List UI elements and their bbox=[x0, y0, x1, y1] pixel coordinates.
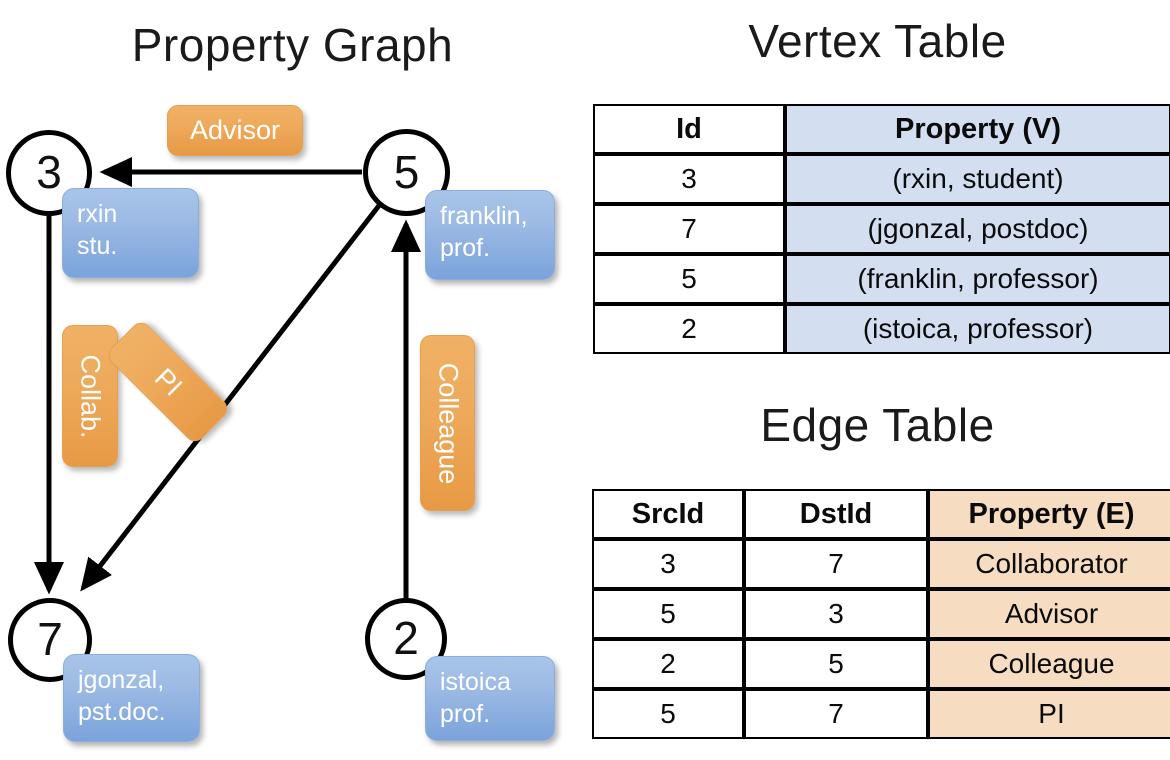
edge-callout-pi-label: PI bbox=[148, 362, 188, 402]
table-row: 7 (jgonzal, postdoc) bbox=[593, 204, 1170, 254]
edge-callout-advisor: Advisor bbox=[167, 105, 303, 156]
vertex-table-header-property: Property (V) bbox=[785, 104, 1170, 154]
page-title-vertex-table: Vertex Table bbox=[748, 15, 1007, 67]
edge-table-header-srcid: SrcId bbox=[592, 489, 744, 539]
edge-table-header-dstid: DstId bbox=[744, 489, 928, 539]
table-row: 3 7 Collaborator bbox=[592, 539, 1170, 589]
edge-callout-collab-label: Collab. bbox=[75, 353, 106, 439]
vertex-callout-2-line2: prof. bbox=[440, 700, 491, 728]
vertex-callout-3: rxin stu. bbox=[62, 188, 199, 278]
edge-row-1-property: Advisor bbox=[928, 589, 1170, 639]
graph-node-3-label: 3 bbox=[36, 146, 62, 198]
vertex-row-3-id: 2 bbox=[593, 304, 785, 354]
table-row: 5 (franklin, professor) bbox=[593, 254, 1170, 304]
edge-row-3-dst: 7 bbox=[744, 689, 928, 739]
table-header-row: SrcId DstId Property (E) bbox=[592, 489, 1170, 539]
edge-table: SrcId DstId Property (E) 3 7 Collaborato… bbox=[592, 489, 1170, 739]
edge-callout-collab: Collab. bbox=[62, 325, 118, 467]
edge-row-3-property: PI bbox=[928, 689, 1170, 739]
vertex-callout-7-line1: jgonzal, bbox=[78, 666, 165, 694]
vertex-row-1-id: 7 bbox=[593, 204, 785, 254]
graph-edges-svg bbox=[34, 157, 421, 598]
vertex-callout-5-line2: prof. bbox=[440, 234, 491, 262]
table-row: 5 7 PI bbox=[592, 689, 1170, 739]
graph-edge-5-to-7 bbox=[80, 201, 383, 592]
vertex-table: Id Property (V) 3 (rxin, student) 7 (jgo… bbox=[593, 104, 1170, 354]
vertex-callout-2: istoica prof. bbox=[425, 656, 555, 741]
graph-node-5-label: 5 bbox=[393, 145, 420, 198]
vertex-row-1-property: (jgonzal, postdoc) bbox=[785, 204, 1170, 254]
vertex-row-2-property: (franklin, professor) bbox=[785, 254, 1170, 304]
vertex-callout-7-line2: pst.doc. bbox=[78, 698, 166, 726]
property-graph-diagram: 3 5 7 2 rxin stu. franklin, prof. jgonza… bbox=[6, 105, 555, 742]
vertex-callout-3-line2: stu. bbox=[77, 232, 118, 260]
edge-callout-colleague: Colleague bbox=[420, 335, 475, 511]
table-row: 2 5 Colleague bbox=[592, 639, 1170, 689]
table-row: 2 (istoica, professor) bbox=[593, 304, 1170, 354]
graph-node-2-label: 2 bbox=[393, 612, 419, 664]
edge-row-1-src: 5 bbox=[592, 589, 744, 639]
graph-node-2[interactable]: 2 bbox=[365, 598, 447, 680]
vertex-callout-5: franklin, prof. bbox=[425, 190, 555, 280]
vertex-row-3-property: (istoica, professor) bbox=[785, 304, 1170, 354]
vertex-row-0-id: 3 bbox=[593, 154, 785, 204]
edge-row-0-dst: 7 bbox=[744, 539, 928, 589]
graph-node-7-label: 7 bbox=[37, 613, 63, 665]
vertex-callout-3-line1: rxin bbox=[77, 200, 118, 228]
vertex-row-2-id: 5 bbox=[593, 254, 785, 304]
edge-row-2-property: Colleague bbox=[928, 639, 1170, 689]
vertex-row-0-property: (rxin, student) bbox=[785, 154, 1170, 204]
edge-row-3-src: 5 bbox=[592, 689, 744, 739]
table-row: 3 (rxin, student) bbox=[593, 154, 1170, 204]
graph-node-5[interactable]: 5 bbox=[363, 129, 450, 216]
edge-row-2-dst: 5 bbox=[744, 639, 928, 689]
page-title-property-graph: Property Graph bbox=[131, 19, 454, 71]
edge-row-1-dst: 3 bbox=[744, 589, 928, 639]
vertex-table-header-id: Id bbox=[593, 104, 785, 154]
edge-callout-advisor-label: Advisor bbox=[189, 115, 281, 145]
edge-row-0-property: Collaborator bbox=[928, 539, 1170, 589]
vertex-callout-5-line1: franklin, bbox=[440, 202, 528, 230]
vertex-callout-2-line1: istoica bbox=[440, 668, 511, 696]
table-header-row: Id Property (V) bbox=[593, 104, 1170, 154]
edge-table-header-property: Property (E) bbox=[928, 489, 1170, 539]
edge-row-2-src: 2 bbox=[592, 639, 744, 689]
edge-callout-colleague-label: Colleague bbox=[433, 362, 463, 484]
vertex-callout-7: jgonzal, pst.doc. bbox=[63, 654, 200, 742]
page-title-edge-table: Edge Table bbox=[760, 399, 995, 451]
table-row: 5 3 Advisor bbox=[592, 589, 1170, 639]
edge-row-0-src: 3 bbox=[592, 539, 744, 589]
